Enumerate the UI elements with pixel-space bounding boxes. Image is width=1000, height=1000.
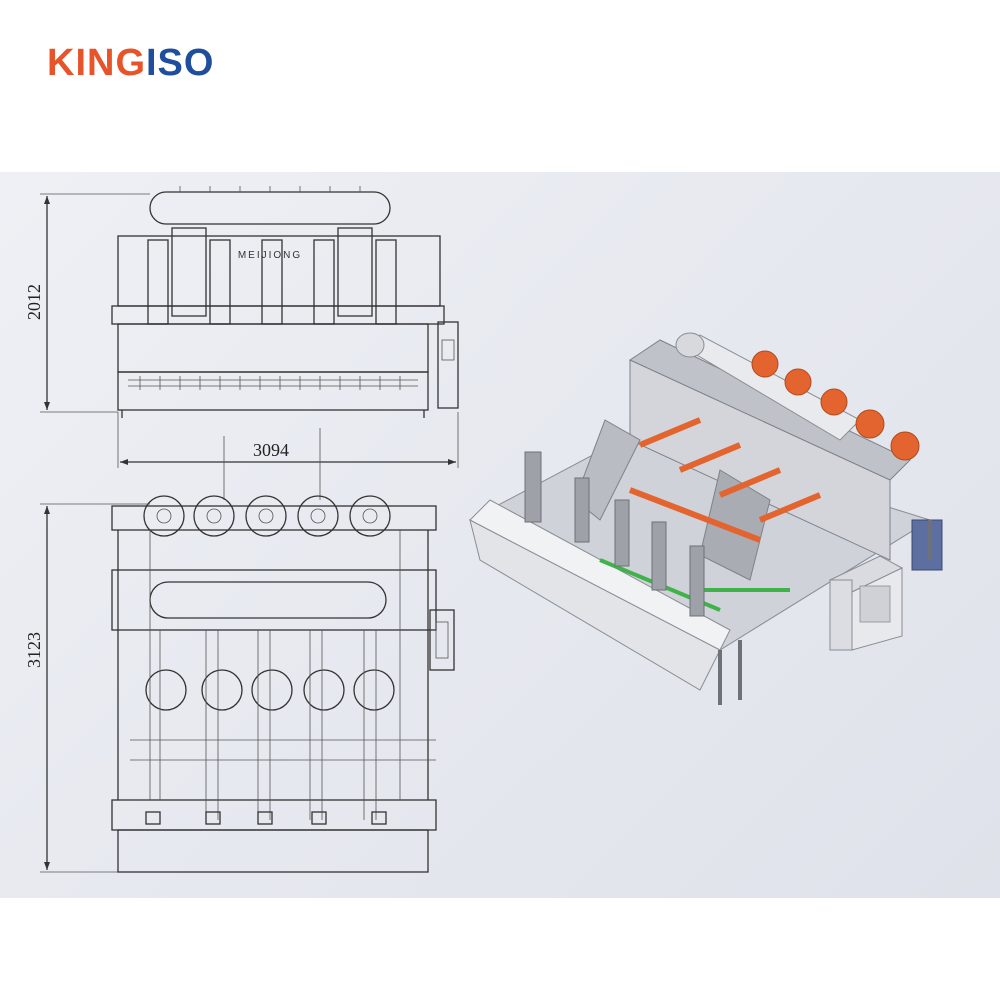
- front-view: 2012: [24, 186, 459, 418]
- brand-logo-part-2: ISO: [146, 42, 215, 84]
- front-view-label: MEIJIONG: [238, 250, 302, 261]
- dimension-width-label: 3094: [253, 440, 289, 460]
- brand-logo: KINGISO: [47, 44, 214, 82]
- brand-logo-part-1: KING: [47, 42, 146, 84]
- dimension-length-label: 3123: [24, 632, 44, 668]
- top-view: 3123: [24, 495, 455, 873]
- isometric-view: [468, 332, 943, 705]
- dimension-width: 3094: [117, 412, 459, 500]
- dimension-height-label: 2012: [24, 284, 44, 320]
